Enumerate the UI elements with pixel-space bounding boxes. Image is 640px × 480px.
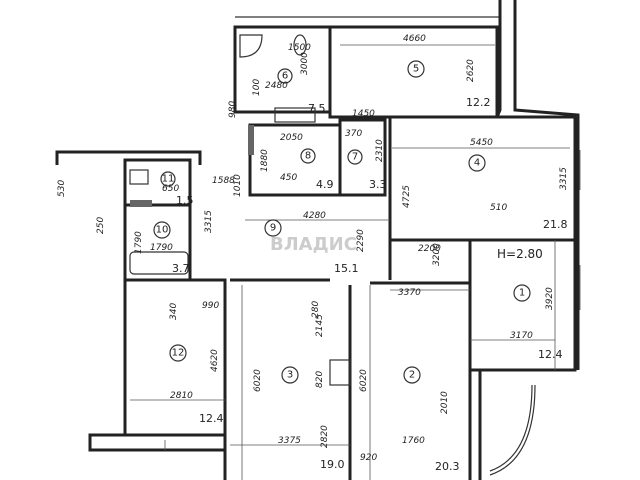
room-1-label: 1 [513, 284, 531, 302]
dimension-label: 990 [202, 301, 219, 311]
dimension-label: 1760 [402, 436, 425, 446]
room-9-label: 9 [264, 219, 282, 237]
dimension-label: 1500 [288, 43, 311, 53]
dimension-label: 820 [315, 371, 325, 388]
dimension-label: 510 [490, 203, 507, 213]
area-1: 12.4 [538, 348, 563, 361]
room-6-label: 6 [277, 68, 293, 84]
dimension-label: 1010 [233, 174, 243, 197]
dimension-label: 4660 [403, 34, 426, 44]
room-numbers: 1 2 3 4 5 6 7 8 9 10 11 12 [153, 60, 531, 384]
room-4-label: 4 [468, 154, 486, 172]
room-8-label: 8 [300, 148, 316, 164]
dimension-label: 980 [228, 101, 238, 118]
dimension-label: 340 [169, 303, 179, 320]
label: 8 [305, 151, 311, 162]
dimension-label: 2200 [418, 244, 441, 254]
dimension-label: 3375 [278, 436, 301, 446]
dimension-label: 250 [96, 217, 106, 234]
area-8: 4.9 [316, 178, 334, 191]
label: 11 [162, 174, 175, 185]
dimension-label: 450 [280, 173, 297, 183]
dimension-label: 3315 [559, 167, 569, 190]
room-5-label: 5 [407, 60, 425, 78]
dimension-label: 1790 [150, 243, 173, 253]
dimension-label: 1790 [134, 231, 144, 254]
dimension-label: 1880 [260, 149, 270, 172]
dimension-label: 6020 [359, 369, 369, 392]
dimension-label: 3920 [545, 287, 555, 310]
dimension-label: 4620 [210, 349, 220, 372]
dimension-label: 1450 [352, 109, 375, 119]
label: 6 [282, 71, 288, 82]
room-11-label: 11 [160, 171, 176, 187]
dimensions: 1500 2480 3000 100 980 1450 370 4660 262… [57, 34, 569, 463]
area-11: 1.5 [176, 194, 194, 207]
dimension-label: 370 [345, 129, 362, 139]
dimension-label: 4725 [402, 185, 412, 208]
dimension-label: 2810 [170, 391, 193, 401]
room-3-label: 3 [281, 366, 299, 384]
area-9: 15.1 [334, 262, 359, 275]
dimension-label: 2145 [315, 314, 325, 337]
dimension-label: 2820 [320, 425, 330, 448]
watermark: ВЛАДИС [270, 234, 357, 255]
label: 3 [287, 370, 293, 381]
dimension-label: 650 [162, 184, 179, 194]
dimension-label: 3370 [398, 288, 421, 298]
room-7-label: 7 [347, 149, 363, 165]
dimension-label: 4280 [303, 211, 326, 221]
area-2: 20.3 [435, 460, 460, 473]
dimension-label: 3170 [510, 331, 533, 341]
dimension-label: 3315 [204, 210, 214, 233]
dimension-label: 2310 [375, 139, 385, 162]
area-3: 19.0 [320, 458, 345, 471]
dimension-label: 530 [57, 180, 67, 197]
label: 10 [156, 225, 169, 236]
label: 9 [270, 223, 276, 234]
dimension-label: 100 [252, 79, 262, 96]
room-areas: 12.4 20.3 19.0 21.8 12.2 7.5 3.3 4.9 15.… [172, 96, 568, 473]
dimension-label: 6020 [253, 369, 263, 392]
area-5: 12.2 [466, 96, 491, 109]
room-10-label: 10 [153, 221, 171, 239]
ceiling-height: H=2.80 [497, 247, 543, 261]
label: 2 [409, 370, 415, 381]
label: 4 [474, 158, 480, 169]
label: 7 [352, 152, 358, 163]
dimension-label: 2010 [440, 391, 450, 414]
dimension-label: 280 [311, 301, 321, 318]
dimension-label: 2050 [280, 133, 303, 143]
dimension-label: 3200 [432, 243, 442, 266]
dimension-label: 920 [360, 453, 377, 463]
area-12: 12.4 [199, 412, 224, 425]
label: 1 [519, 288, 525, 299]
room-12-label: 12 [169, 344, 187, 362]
area-4: 21.8 [543, 218, 568, 231]
label: 5 [413, 64, 419, 75]
dimension-label: 2290 [356, 229, 366, 252]
dimension-lines [130, 44, 570, 480]
dimension-label: 5450 [470, 138, 493, 148]
label: 12 [172, 348, 185, 359]
area-10: 3.7 [172, 262, 190, 275]
room-2-label: 2 [403, 366, 421, 384]
dimension-label: 3000 [300, 52, 310, 75]
dimension-label: 2480 [265, 81, 288, 91]
area-6: 7.5 [308, 102, 326, 115]
area-7: 3.3 [369, 178, 387, 191]
dimension-label: 1588 [212, 176, 235, 186]
walls [55, 0, 581, 480]
dimension-label: 2620 [466, 59, 476, 82]
